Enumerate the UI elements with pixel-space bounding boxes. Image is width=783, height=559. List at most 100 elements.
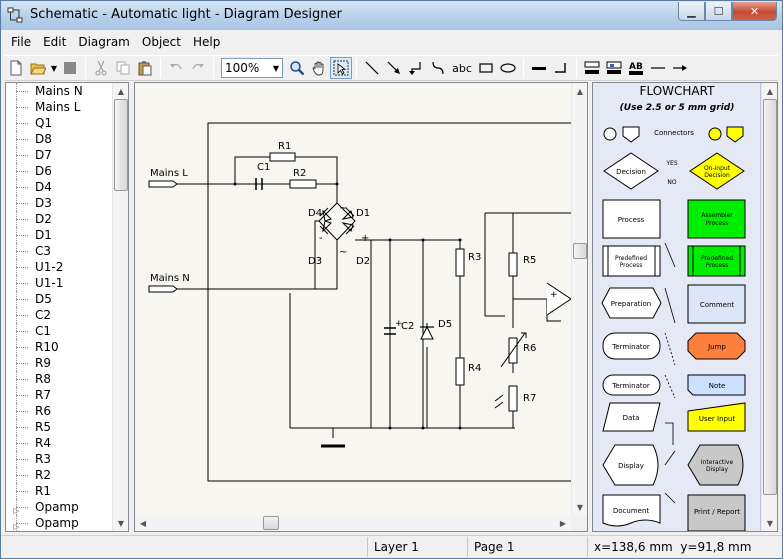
connector-circle-yellow-shape[interactable] [708, 127, 722, 141]
arrow-style-button[interactable] [669, 57, 691, 79]
connector-offpage-yellow-shape[interactable] [726, 126, 744, 143]
palette-scrollbar[interactable]: ▲ ▼ [761, 83, 777, 531]
zoom-button[interactable] [286, 57, 308, 79]
copy-button[interactable] [112, 57, 134, 79]
fill-color-button[interactable] [581, 57, 603, 79]
user-input-shape[interactable] [687, 402, 746, 432]
line-style-button[interactable] [647, 57, 669, 79]
maximize-button[interactable]: ☐ [705, 2, 732, 21]
minimize-button[interactable]: ▁ [678, 2, 705, 21]
menu-diagram[interactable]: Diagram [78, 35, 130, 49]
scroll-left-icon[interactable]: ◀ [139, 518, 147, 528]
note-shape[interactable] [687, 374, 746, 396]
menu-object[interactable]: Object [141, 35, 181, 49]
tree-item[interactable]: C1 [6, 323, 128, 339]
new-button[interactable] [5, 57, 27, 79]
open-button[interactable] [27, 57, 49, 79]
save-button[interactable] [59, 57, 81, 79]
line-tool-button[interactable] [361, 57, 383, 79]
ellipse-tool-button[interactable] [497, 57, 519, 79]
tree-scrollbar[interactable]: ▲ ▼ [112, 83, 128, 531]
jump-shape[interactable] [687, 332, 746, 360]
scroll-thumb[interactable] [263, 516, 279, 530]
tree-item[interactable]: R9 [6, 355, 128, 371]
pan-button[interactable] [308, 57, 330, 79]
arrow-line-tool-button[interactable] [383, 57, 405, 79]
canvas-vscrollbar[interactable]: ▲ ▼ [571, 83, 587, 515]
expand-arrow-icon[interactable]: ▷ [13, 506, 20, 515]
assembler-process-shape[interactable] [687, 199, 746, 239]
scroll-down-icon[interactable]: ▼ [117, 518, 125, 528]
scroll-thumb[interactable] [573, 243, 587, 259]
paste-button[interactable] [134, 57, 156, 79]
tree-item[interactable]: C3 [6, 243, 128, 259]
scroll-down-icon[interactable]: ▼ [766, 518, 774, 528]
flowchart-palette[interactable]: FLOWCHART (Use 2.5 or 5 mm grid) Connect… [593, 83, 761, 531]
text-tool-button[interactable]: abc [449, 57, 475, 79]
rectangle-tool-button[interactable] [475, 57, 497, 79]
tree-item[interactable]: R5 [6, 419, 128, 435]
scroll-right-icon[interactable]: ▶ [559, 518, 567, 528]
tree-item[interactable]: D3 [6, 195, 128, 211]
cut-button[interactable] [90, 57, 112, 79]
canvas-hscrollbar[interactable]: ◀ ▶ [135, 515, 571, 531]
tree-item[interactable]: R7 [6, 387, 128, 403]
tree-item[interactable]: D7 [6, 147, 128, 163]
print-report-shape[interactable] [687, 494, 746, 531]
tree-item[interactable]: U1-2 [6, 259, 128, 275]
tree-item[interactable]: R6 [6, 403, 128, 419]
tree-item[interactable]: R8 [6, 371, 128, 387]
predefined-process-shape[interactable] [602, 245, 661, 277]
corner-style-button[interactable] [550, 57, 572, 79]
scroll-thumb[interactable] [763, 99, 777, 495]
tree-item[interactable]: R2 [6, 467, 128, 483]
drawing-canvas[interactable]: Mains L Mains N R1 C1 R2 D4 D1 D3 D2 ~ ~… [135, 83, 571, 515]
tree-item[interactable]: D5 [6, 291, 128, 307]
comment-shape[interactable] [687, 284, 746, 324]
text-color-button[interactable]: AB [625, 57, 647, 79]
tree-item[interactable]: D6 [6, 163, 128, 179]
terminator-shape[interactable] [602, 332, 661, 360]
menu-edit[interactable]: Edit [43, 35, 67, 49]
connector-offpage-shape[interactable] [622, 126, 640, 143]
oninput-decision-shape[interactable] [689, 152, 745, 190]
tree-item[interactable]: Mains L [6, 99, 128, 115]
interactive-display-shape[interactable] [687, 444, 744, 486]
tree-item[interactable]: C2 [6, 307, 128, 323]
connector-circle-shape[interactable] [603, 127, 617, 141]
tree-item[interactable]: ▷Opamp [6, 515, 128, 531]
display-shape[interactable] [602, 444, 659, 486]
undo-button[interactable] [165, 57, 187, 79]
predefined-process-green-shape[interactable] [687, 245, 746, 277]
scroll-up-icon[interactable]: ▲ [117, 86, 125, 96]
scroll-up-icon[interactable]: ▲ [766, 86, 774, 96]
document-shape[interactable] [602, 494, 661, 527]
tree-item[interactable]: D1 [6, 227, 128, 243]
elbow-connector-button[interactable] [405, 57, 427, 79]
line-width-button[interactable] [528, 57, 550, 79]
preparation-shape[interactable] [601, 287, 662, 319]
close-button[interactable]: ✕ [732, 2, 777, 21]
select-button[interactable] [330, 57, 352, 79]
curve-tool-button[interactable] [427, 57, 449, 79]
menu-file[interactable]: File [11, 35, 32, 49]
tree-item[interactable]: Mains N [6, 83, 128, 99]
tree-item[interactable]: R3 [6, 451, 128, 467]
tree-item[interactable]: D2 [6, 211, 128, 227]
redo-button[interactable] [187, 57, 209, 79]
tree-item[interactable]: R1 [6, 483, 128, 499]
menu-help[interactable]: Help [192, 35, 221, 49]
tree-item[interactable]: Q1 [6, 115, 128, 131]
zoom-select[interactable]: 100% ▼ [221, 58, 283, 78]
open-dropdown-button[interactable]: ▼ [49, 57, 59, 79]
process-shape[interactable] [602, 199, 661, 239]
tree-item[interactable]: D8 [6, 131, 128, 147]
scroll-down-icon[interactable]: ▼ [576, 502, 584, 512]
data-shape[interactable] [602, 402, 661, 432]
tree-item[interactable]: R10 [6, 339, 128, 355]
scroll-thumb[interactable] [114, 99, 128, 191]
tree-item[interactable]: D4 [6, 179, 128, 195]
terminator-small-shape[interactable] [602, 374, 661, 396]
tree-item[interactable]: ▷Opamp [6, 499, 128, 515]
